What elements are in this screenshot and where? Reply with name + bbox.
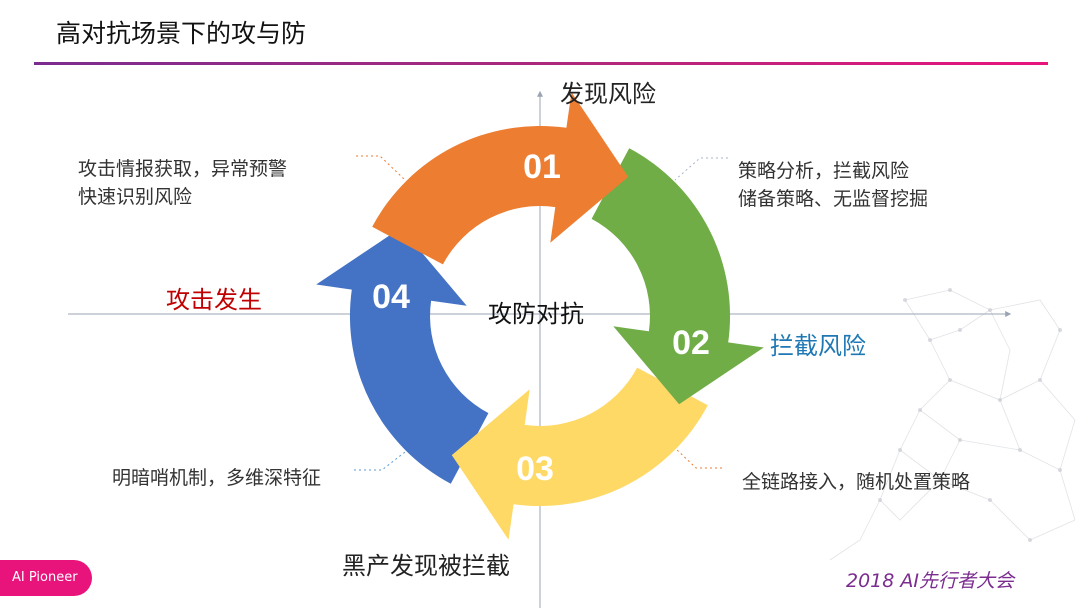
stage-04-arc <box>316 227 489 484</box>
note-02-line-2: 储备策略、无监督挖掘 <box>738 188 929 210</box>
leader-line-01 <box>356 155 406 181</box>
title-divider <box>34 62 1048 65</box>
center-label: 攻防对抗 <box>488 300 584 328</box>
stage-02-arc <box>591 148 764 405</box>
ai-pioneer-badge: AI Pioneer <box>0 560 92 596</box>
event-name: 2018 AI先行者大会 <box>846 570 1014 592</box>
note-04-line-1: 明暗哨机制，多维深特征 <box>112 467 322 489</box>
note-01-line-2: 快速识别风险 <box>78 186 193 208</box>
note-04: 明暗哨机制，多维深特征 <box>112 464 321 492</box>
stage-label-04: 攻击发生 <box>166 286 262 314</box>
leader-line-04 <box>354 451 406 471</box>
network-nodes <box>878 288 1062 542</box>
note-01-line-1: 攻击情报获取，异常预警 <box>78 158 288 180</box>
stage-03-arc <box>451 367 708 540</box>
note-03: 全链路接入，随机处置策略 <box>742 468 970 496</box>
note-02-line-1: 策略分析，拦截风险 <box>738 160 910 182</box>
leader-line-02 <box>674 157 728 181</box>
stage-label-02: 拦截风险 <box>770 332 866 360</box>
stage-number-02: 02 <box>672 324 710 362</box>
note-01: 攻击情报获取，异常预警 快速识别风险 <box>78 155 287 211</box>
stage-label-03: 黑产发现被拦截 <box>342 552 510 580</box>
leader-line-03 <box>674 447 722 469</box>
stage-number-03: 03 <box>516 450 554 488</box>
stage-01-arc <box>372 92 629 265</box>
stage-number-04: 04 <box>372 278 410 316</box>
note-02: 策略分析，拦截风险 储备策略、无监督挖掘 <box>738 157 928 213</box>
stage-label-01: 发现风险 <box>560 80 656 108</box>
stage-number-01: 01 <box>523 148 561 186</box>
note-03-line-1: 全链路接入，随机处置策略 <box>742 471 971 493</box>
page-title: 高对抗场景下的攻与防 <box>56 19 307 48</box>
network-graphic <box>829 289 1076 561</box>
